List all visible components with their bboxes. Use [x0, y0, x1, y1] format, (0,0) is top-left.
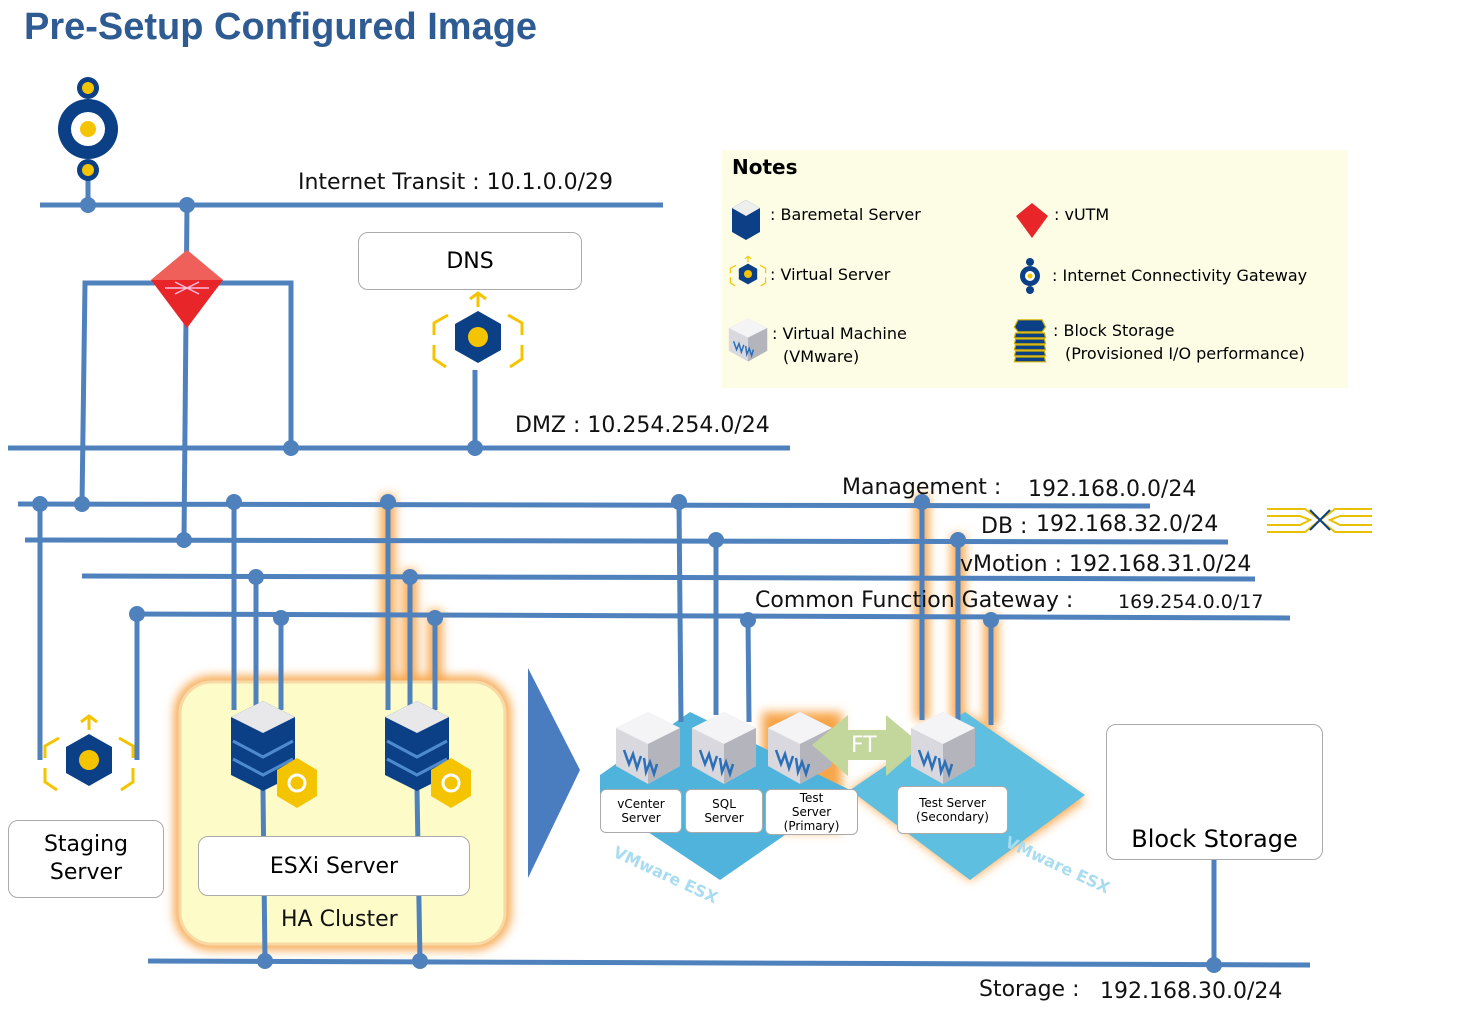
vutm-icon [151, 250, 223, 328]
sql-label: SQL Server [685, 789, 763, 833]
db-cidr: 192.168.32.0/24 [1036, 512, 1219, 537]
management-cidr: 192.168.0.0/24 [1028, 477, 1197, 502]
note-virtual-machine: : Virtual Machine [772, 324, 907, 343]
note-internet-gateway: : Internet Connectivity Gateway [1052, 266, 1308, 285]
test-primary-label: Test Server (Primary) [765, 789, 858, 835]
notes-panel: Notes : Baremetal Server : vUTM : Virtua… [722, 150, 1348, 388]
cfg-cidr: 169.254.0.0/17 [1118, 591, 1264, 613]
transition-arrow [528, 668, 580, 878]
block-storage-icon [1013, 319, 1047, 363]
db-label: DB : [981, 514, 1028, 539]
ha-cluster-label: HA Cluster [281, 907, 398, 932]
internet-gateway-icon [1020, 258, 1040, 294]
storage-label: Storage : [979, 977, 1080, 1002]
cfg-label: Common Function Gateway : [755, 588, 1074, 613]
notes-icons [728, 200, 1048, 363]
ft-arrow-icon [812, 715, 922, 776]
block-storage-box: Block Storage [1106, 724, 1323, 860]
vcenter-label: vCenter Server [600, 789, 682, 833]
staging-server-box: Staging Server [8, 820, 164, 898]
esxi-server-box: ESXi Server [198, 836, 470, 896]
esxi-hex-icon-1 [277, 758, 317, 808]
vutm-link-icon [1267, 508, 1372, 533]
notes-title: Notes [732, 155, 798, 179]
test-secondary-label: Test Server (Secondary) [897, 786, 1008, 834]
staging-virtual-server-icon [43, 714, 135, 792]
note-block-storage-sub: (Provisioned I/O performance) [1065, 344, 1305, 363]
note-virtual-server: : Virtual Server [770, 265, 891, 284]
vutm-icon [1016, 203, 1048, 238]
virtual-server-icon [729, 255, 767, 287]
dmz-label: DMZ : 10.254.254.0/24 [515, 413, 770, 438]
page-title: Pre-Setup Configured Image [24, 6, 538, 48]
management-label: Management : [842, 475, 1002, 500]
note-vutm: : vUTM [1054, 205, 1110, 224]
virtual-machine-icon [728, 317, 768, 363]
note-virtual-machine-sub: (VMware) [783, 347, 860, 366]
storage-cidr: 192.168.30.0/24 [1100, 979, 1283, 1004]
esxi-hex-icon-2 [431, 758, 471, 808]
dns-box: DNS [358, 232, 582, 290]
internet-transit-label: Internet Transit : 10.1.0.0/29 [298, 170, 613, 195]
internet-gateway-icon [58, 77, 118, 181]
vmotion-label: vMotion : 192.168.31.0/24 [960, 552, 1252, 577]
baremetal-server-icon [732, 200, 760, 240]
note-block-storage: : Block Storage [1053, 321, 1175, 340]
ft-label: FT [851, 733, 877, 758]
junction-dots [32, 197, 1222, 973]
dns-virtual-server-icon [432, 291, 524, 369]
esx-label-2: VMware ESX [1002, 832, 1113, 897]
note-baremetal: : Baremetal Server [770, 205, 921, 224]
ha-cluster-area [178, 680, 507, 946]
